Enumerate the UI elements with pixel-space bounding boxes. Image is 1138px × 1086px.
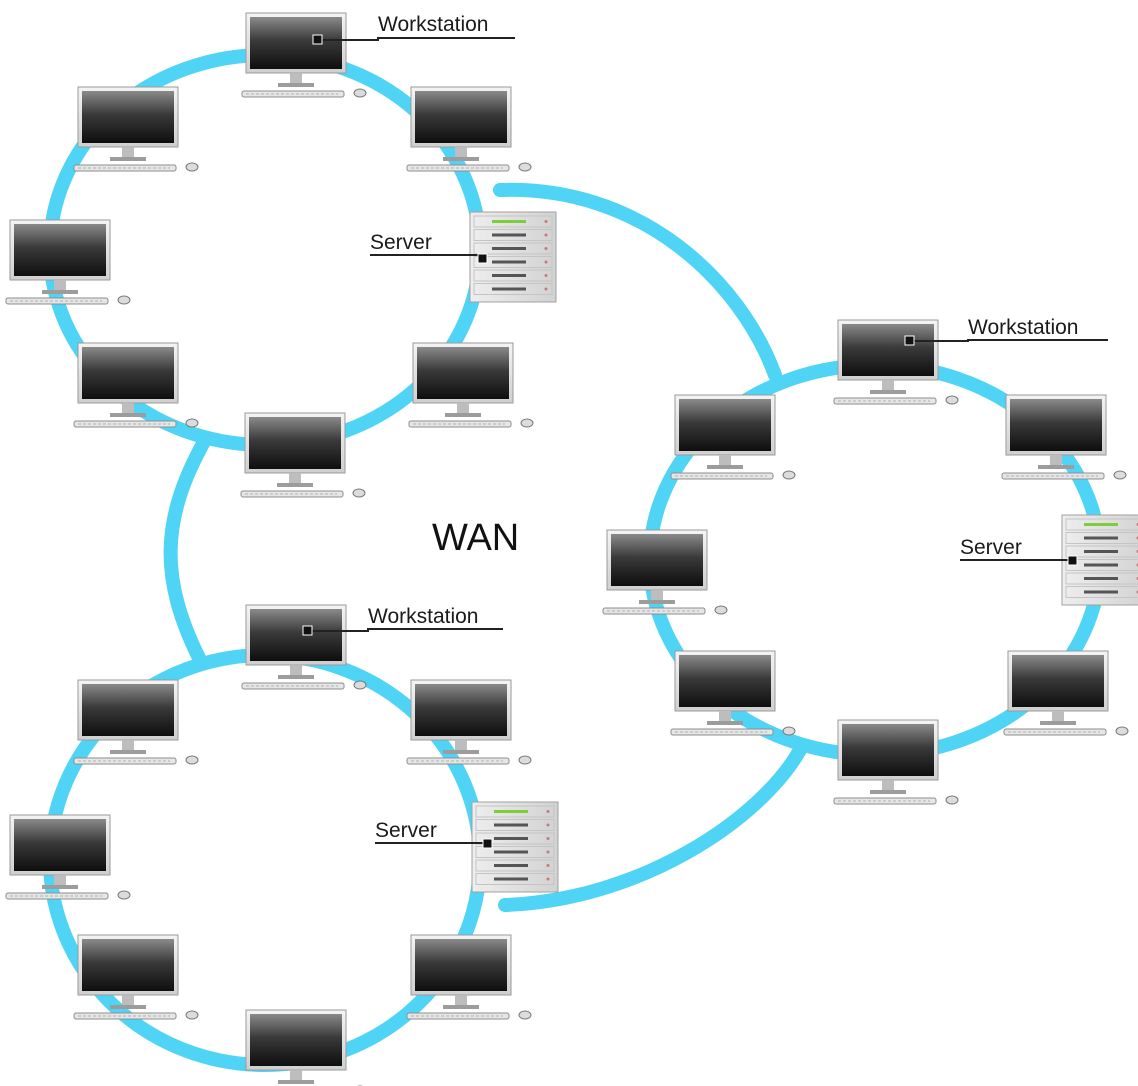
computer-icon bbox=[5, 814, 131, 900]
ring-links bbox=[43, 48, 1107, 1072]
server-icon bbox=[471, 801, 559, 893]
leader-dot bbox=[482, 838, 493, 849]
leader-server-1 bbox=[370, 254, 483, 258]
wan-link-left bbox=[163, 433, 212, 667]
computer-icon bbox=[240, 412, 366, 498]
computer-icon bbox=[73, 934, 199, 1020]
computer-icon bbox=[406, 934, 532, 1020]
computer-icon bbox=[73, 86, 199, 172]
leader-workstation-1 bbox=[318, 37, 515, 41]
computer-icon bbox=[408, 342, 534, 428]
leader-dot bbox=[904, 335, 915, 346]
server-label-3: Server bbox=[375, 819, 437, 842]
leader-dot bbox=[302, 625, 313, 636]
server-label-1: Server bbox=[370, 231, 432, 254]
server-icon bbox=[469, 211, 557, 303]
leader-workstation-3 bbox=[308, 628, 503, 632]
computer-icon bbox=[602, 529, 728, 615]
server-label-2: Server bbox=[960, 536, 1022, 559]
wan-label: WAN bbox=[432, 517, 519, 559]
workstation-label-1: Workstation bbox=[378, 13, 489, 36]
computer-icon bbox=[1003, 650, 1129, 736]
wan-link-bottom bbox=[498, 743, 807, 912]
computer-icon bbox=[833, 719, 959, 805]
leader-dot bbox=[1067, 555, 1078, 566]
computer-icon bbox=[73, 679, 199, 765]
leader-dots bbox=[302, 34, 1078, 849]
leader-dot bbox=[477, 253, 488, 264]
leader-workstation-2 bbox=[910, 339, 1108, 342]
computer-icon bbox=[406, 86, 532, 172]
workstation-label-3: Workstation bbox=[368, 605, 479, 628]
computer-icon bbox=[241, 12, 367, 98]
computer-icon bbox=[241, 604, 367, 690]
computer-icon bbox=[670, 650, 796, 736]
computer-icon bbox=[245, 1009, 363, 1086]
computer-icon bbox=[5, 219, 131, 305]
computer-icon bbox=[406, 679, 532, 765]
workstation-label-2: Workstation bbox=[968, 316, 1079, 339]
leader-lines bbox=[308, 37, 1108, 844]
computer-icon bbox=[833, 319, 959, 405]
wan-link-top bbox=[493, 182, 782, 382]
computer-icon bbox=[1001, 394, 1127, 480]
computer-icon bbox=[670, 394, 796, 480]
computer-icon bbox=[73, 342, 199, 428]
leader-dot bbox=[312, 34, 323, 45]
devices bbox=[5, 12, 1138, 1086]
